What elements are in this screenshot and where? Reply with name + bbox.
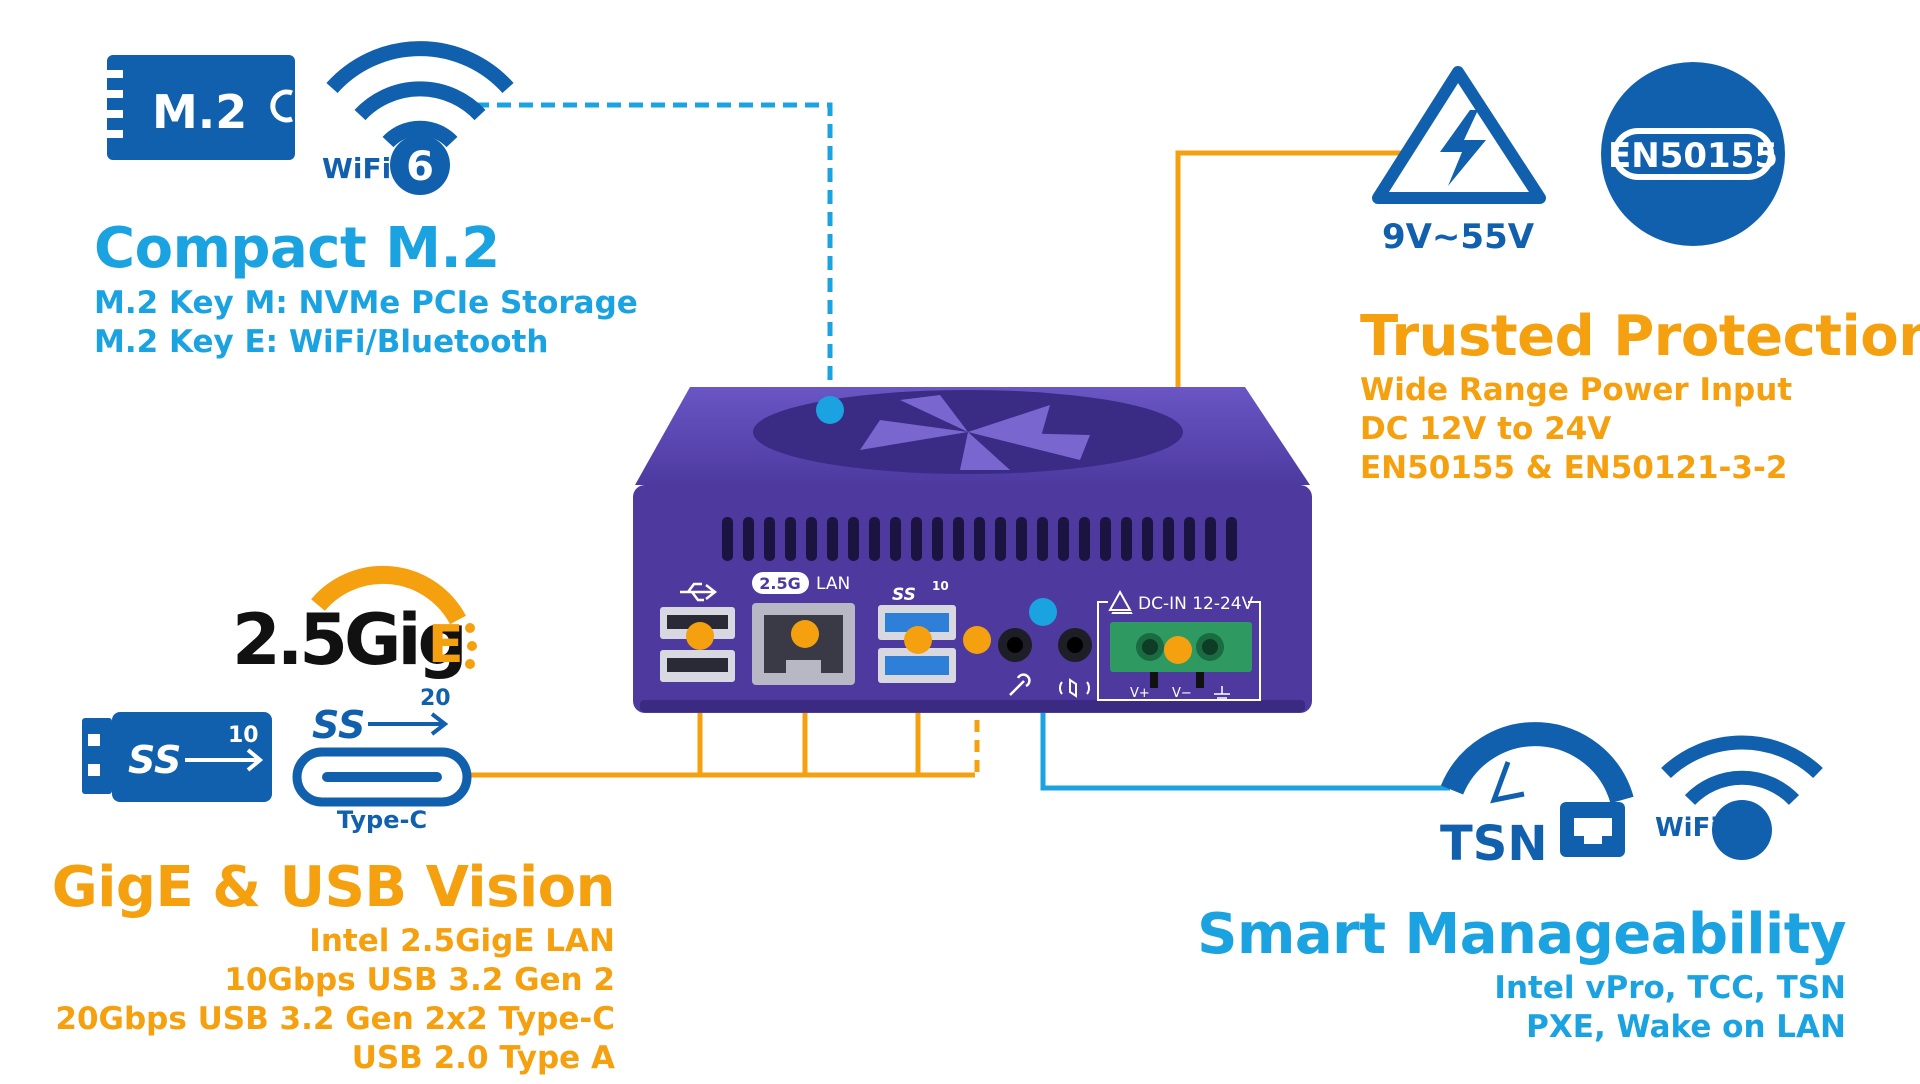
lan-speed-label: 2.5G [759,574,800,593]
wifi-dot [816,396,844,424]
vision-line-1: Intel 2.5GigE LAN [309,923,615,959]
smart-title: Smart Manageability [1197,902,1846,967]
tsn-label: TSN [1440,816,1547,872]
gige-logo-suffix: E [428,615,464,675]
m2-icon: M.2 [107,55,295,160]
compact-line-2: M.2 Key E: WiFi/Bluetooth [94,324,549,360]
wifi6-number: 6 [406,144,434,190]
usb-a-ss-number: 10 [228,723,259,748]
compact-line-1: M.2 Key M: NVMe PCIe Storage [94,285,638,321]
usb3-ports: SS 10 [878,579,956,683]
usb3-ss-label: SS [892,585,916,605]
usb-c-ss-label: SS [312,703,365,747]
mic-icon [1009,673,1031,696]
trusted-line-1: Wide Range Power Input [1360,372,1793,408]
trusted-line-3: EN50155 & EN50121-3-2 [1360,450,1788,486]
trusted-line-2: DC 12V to 24V [1360,411,1612,447]
en50155-badge: EN50155 [1601,62,1785,246]
usb-c-20g-icon: SS 20 Type-C [292,686,472,834]
trusted-title: Trusted Protection [1360,304,1920,369]
ground-icon [1214,686,1230,699]
usb-icon [680,582,718,602]
wifi6-label: WiFi [322,152,391,185]
vision-line-3: 20Gbps USB 3.2 Gen 2x2 Type-C [55,1001,615,1037]
mini-pc-device: 2.5G LAN SS 10 [633,387,1312,713]
usb-a-10g-icon: SS 10 [82,712,272,802]
m2-icon-label: M.2 [152,85,247,139]
fan-blades [860,395,1090,470]
vision-line-2: 10Gbps USB 3.2 Gen 2 [224,962,615,998]
vent-slots [722,517,1237,561]
connector-dots [686,396,1192,664]
wifi-small-icon: WiFi [1655,735,1823,860]
power-range-icon: 9V~55V [1372,66,1546,257]
manageability-dot [1029,598,1057,626]
compact-title: Compact M.2 [94,216,500,281]
usb-c-ss-number: 20 [420,686,451,711]
usb3-ss-number: 10 [932,579,949,593]
usb-c-caption: Type-C [337,806,427,834]
lightning-bolt-icon [1440,110,1486,186]
speaker-icon [1059,678,1090,698]
vision-title: GigE & USB Vision [51,855,616,920]
gige-logo-label: 2.5Gig [232,599,464,681]
device-bottom-edge [640,700,1305,712]
power-dot [1164,636,1192,664]
gige-logo: 2.5Gig E [232,565,477,681]
wifi-dashed-connector [475,102,833,410]
lan-dot [791,620,819,648]
usb-a-ss-label: SS [128,738,181,782]
lan-label: LAN [816,574,850,594]
typec-dot [963,626,991,654]
v-minus-label: V− [1172,686,1192,701]
smart-line-2: PXE, Wake on LAN [1526,1009,1846,1045]
audio-jacks [998,628,1092,698]
vision-line-4: USB 2.0 Type A [351,1040,615,1076]
lan-speed-badge [752,572,809,594]
dc-in-label: DC-IN 12-24V [1138,594,1254,614]
wifi6-icon: WiFi 6 [322,41,514,195]
power-range-label: 9V~55V [1382,217,1535,257]
en50155-label: EN50155 [1608,136,1778,176]
wifi-small-label: WiFi [1655,813,1719,843]
smart-line-1: Intel vPro, TCC, TSN [1494,970,1846,1006]
usb2-dot [686,622,714,650]
usb3-dot [904,626,932,654]
clock-hand-icon [1490,761,1525,804]
v-plus-label: V+ [1130,686,1150,701]
tsn-icon: TSN [1440,722,1634,872]
